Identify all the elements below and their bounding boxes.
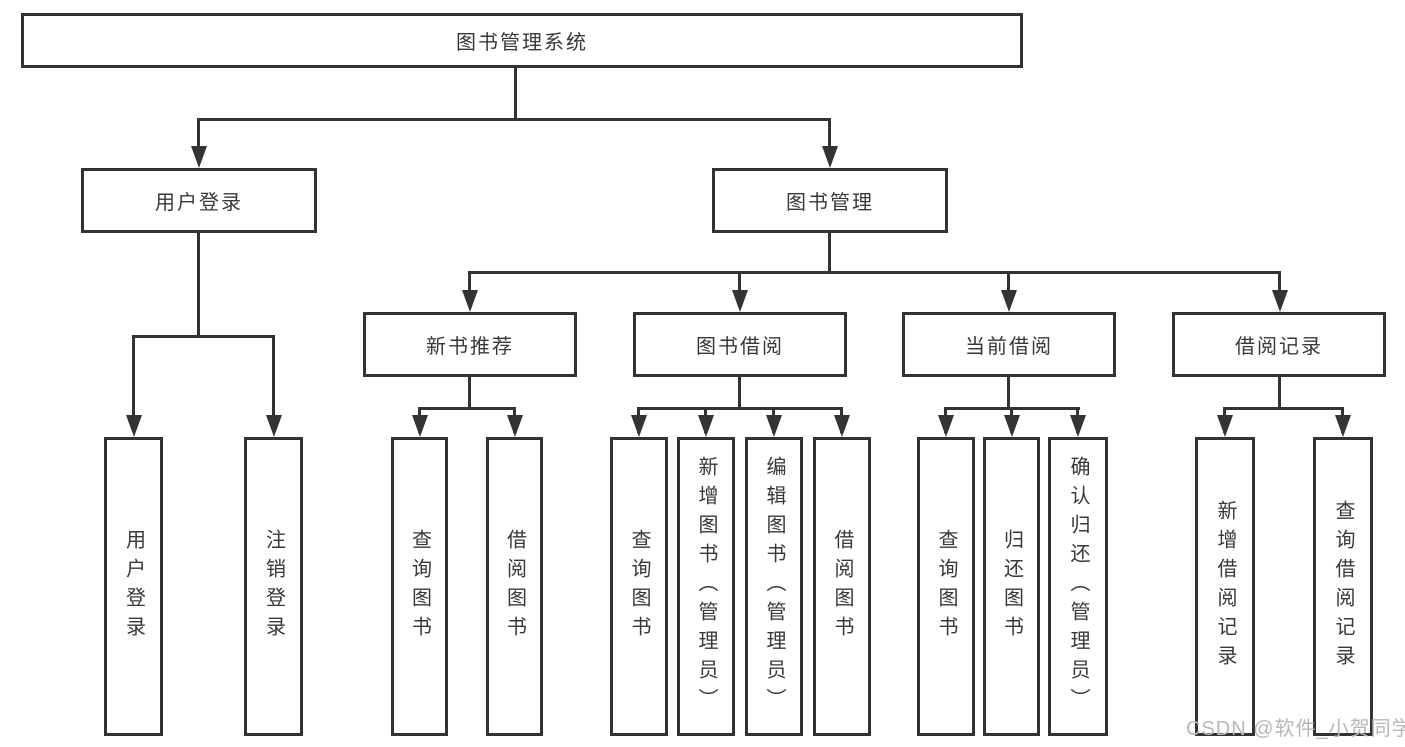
connector-arrowhead [462,290,478,312]
connector-arrowhead [822,146,838,168]
connector-arrowhead [412,415,428,437]
connector-arrowhead [1004,415,1020,437]
root-node-label: 图书管理系统 [456,32,588,54]
connector-hline [132,335,275,338]
connector-hline [418,407,516,410]
node-user-login-label: 用户登录 [155,192,243,214]
connector-arrowhead [938,415,954,437]
connector-vline [828,118,831,158]
leaf-confirm-return-admin: 确认归还（管理员） [1048,437,1108,736]
root-node-library-management-system: 图书管理系统 [21,13,1023,68]
node-borrowing-records-label: 借阅记录 [1235,336,1323,358]
node-book-management: 图书管理 [712,168,948,233]
leaf-query-books-current-label: 查询图书 [935,528,957,645]
leaf-add-books-admin-label: 新增图书（管理员） [695,456,717,717]
node-book-management-label: 图书管理 [786,192,874,214]
connector-arrowhead [766,415,782,437]
connector-vline [468,377,471,410]
leaf-query-books-recommend: 查询图书 [391,437,448,736]
connector-vline [828,233,831,274]
leaf-query-books-current: 查询图书 [917,437,975,736]
connector-arrowhead [834,415,850,437]
csdn-watermark: CSDN @软件_小贺同学 [1186,718,1405,740]
connector-arrowhead [191,146,207,168]
connector-arrowhead [1217,415,1233,437]
leaf-add-borrow-record-label: 新增借阅记录 [1214,499,1236,674]
connector-vline [468,271,471,296]
node-book-borrowing-label: 图书借阅 [696,336,784,358]
leaf-logout-label: 注销登录 [262,528,285,645]
connector-hline [468,271,1281,274]
leaf-edit-books-admin-label: 编辑图书（管理员） [763,456,785,717]
leaf-logout: 注销登录 [244,437,303,736]
connector-arrowhead [631,415,647,437]
leaf-query-books-borrowing-label: 查询图书 [628,528,650,645]
leaf-query-books-recommend-label: 查询图书 [408,528,431,645]
node-new-book-recommendation: 新书推荐 [363,312,577,377]
connector-vline [1278,271,1281,296]
node-borrowing-records: 借阅记录 [1172,312,1386,377]
leaf-borrow-books-borrowing: 借阅图书 [813,437,871,736]
leaf-confirm-return-admin-label: 确认归还（管理员） [1067,456,1089,717]
node-current-borrowing-label: 当前借阅 [965,336,1053,358]
leaf-query-books-borrowing: 查询图书 [610,437,668,736]
connector-vline [1278,377,1281,410]
connector-hline [1223,407,1344,410]
connector-arrowhead [507,415,523,437]
leaf-add-borrow-record: 新增借阅记录 [1195,437,1255,736]
connector-hline [197,118,831,121]
node-new-book-recommendation-label: 新书推荐 [426,336,514,358]
connector-vline [132,335,135,430]
connector-vline [738,377,741,410]
connector-arrowhead [1272,290,1288,312]
connector-vline [272,335,275,430]
leaf-user-login-label: 用户登录 [122,528,145,645]
connector-arrowhead [1335,415,1351,437]
leaf-borrow-books-recommend: 借阅图书 [486,437,543,736]
leaf-add-books-admin: 新增图书（管理员） [677,437,735,736]
leaf-return-books-label: 归还图书 [1000,528,1023,645]
connector-arrowhead [732,290,748,312]
leaf-query-borrow-record-label: 查询借阅记录 [1332,499,1354,674]
connector-arrowhead [1070,415,1086,437]
connector-hline [637,407,843,410]
leaf-return-books: 归还图书 [983,437,1040,736]
connector-arrowhead [126,415,142,437]
connector-arrowhead [698,415,714,437]
connector-vline [1007,377,1010,410]
connector-arrowhead [1001,290,1017,312]
leaf-borrow-books-recommend-label: 借阅图书 [503,528,526,645]
connector-vline [197,233,200,338]
connector-arrowhead [266,415,282,437]
node-book-borrowing: 图书借阅 [633,312,847,377]
connector-vline [738,271,741,296]
leaf-edit-books-admin: 编辑图书（管理员） [745,437,803,736]
node-current-borrowing: 当前借阅 [902,312,1116,377]
leaf-borrow-books-borrowing-label: 借阅图书 [831,528,853,645]
connector-vline [1007,271,1010,296]
connector-vline [197,118,200,158]
node-user-login: 用户登录 [81,168,317,233]
leaf-query-borrow-record: 查询借阅记录 [1313,437,1373,736]
leaf-user-login: 用户登录 [104,437,163,736]
connector-vline [514,68,517,120]
